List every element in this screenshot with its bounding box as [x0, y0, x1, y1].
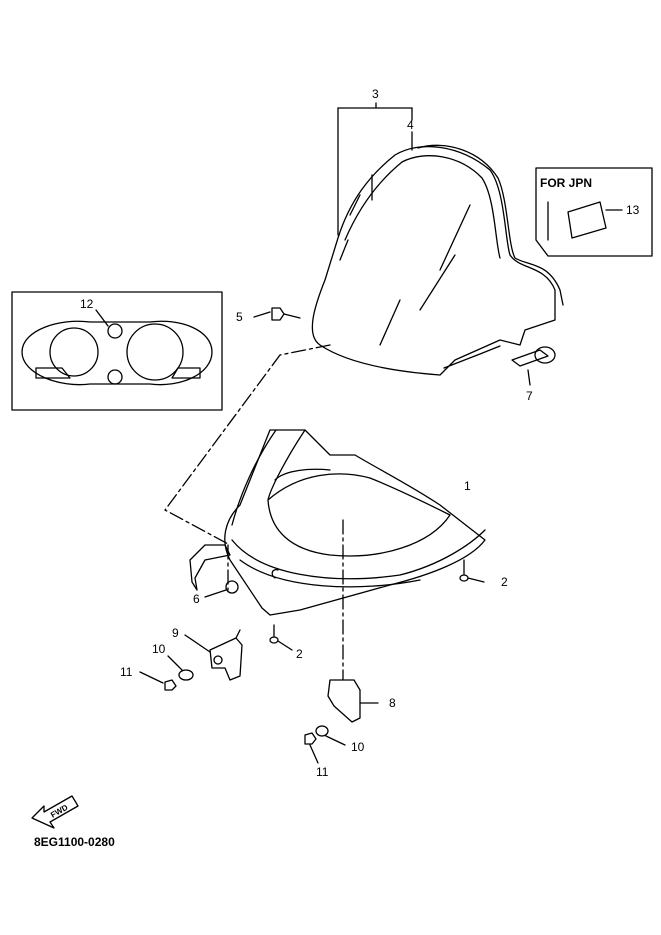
part-number-10-left: 10 [152, 642, 166, 656]
part-number-13: 13 [626, 203, 640, 217]
assembly-leader-line [164, 344, 344, 681]
part-number-4: 4 [407, 118, 414, 132]
nut-11-right [304, 732, 319, 764]
windshield [311, 144, 564, 376]
part-number-8: 8 [389, 696, 396, 710]
bracket-8 [327, 679, 379, 723]
part-number-3: 3 [372, 87, 379, 101]
for-jpn-label: FOR JPN [540, 176, 593, 190]
front-cowling [189, 429, 486, 616]
for-jpn-box [535, 167, 653, 257]
washer-10-right [315, 725, 346, 746]
nut-11-left [139, 671, 177, 691]
grommet-7 [511, 346, 556, 386]
fwd-arrow-icon [31, 795, 79, 829]
part-number-5: 5 [236, 310, 243, 324]
part-number-2-right: 2 [501, 575, 508, 589]
part-number-11-right: 11 [316, 765, 329, 779]
part-number-10-right: 10 [351, 740, 365, 754]
part-number-9: 9 [172, 626, 179, 640]
part-number-2-left: 2 [296, 647, 303, 661]
part-number-12: 12 [80, 297, 94, 311]
meter-panel-inset [11, 291, 223, 411]
damper-6 [204, 580, 239, 598]
screw-2-left [269, 624, 293, 651]
part-number-7: 7 [526, 389, 533, 403]
bolt-5 [253, 307, 301, 321]
part-number-1: 1 [464, 479, 471, 493]
bracket-9 [184, 629, 243, 681]
callout-bracket-3-4 [337, 102, 413, 236]
part-number-11-left: 11 [120, 665, 133, 679]
washer-10-left [167, 655, 194, 681]
part-number-6: 6 [193, 592, 200, 606]
screw-2-right [459, 559, 485, 583]
diagram-code: 8EG1100-0280 [34, 835, 115, 849]
